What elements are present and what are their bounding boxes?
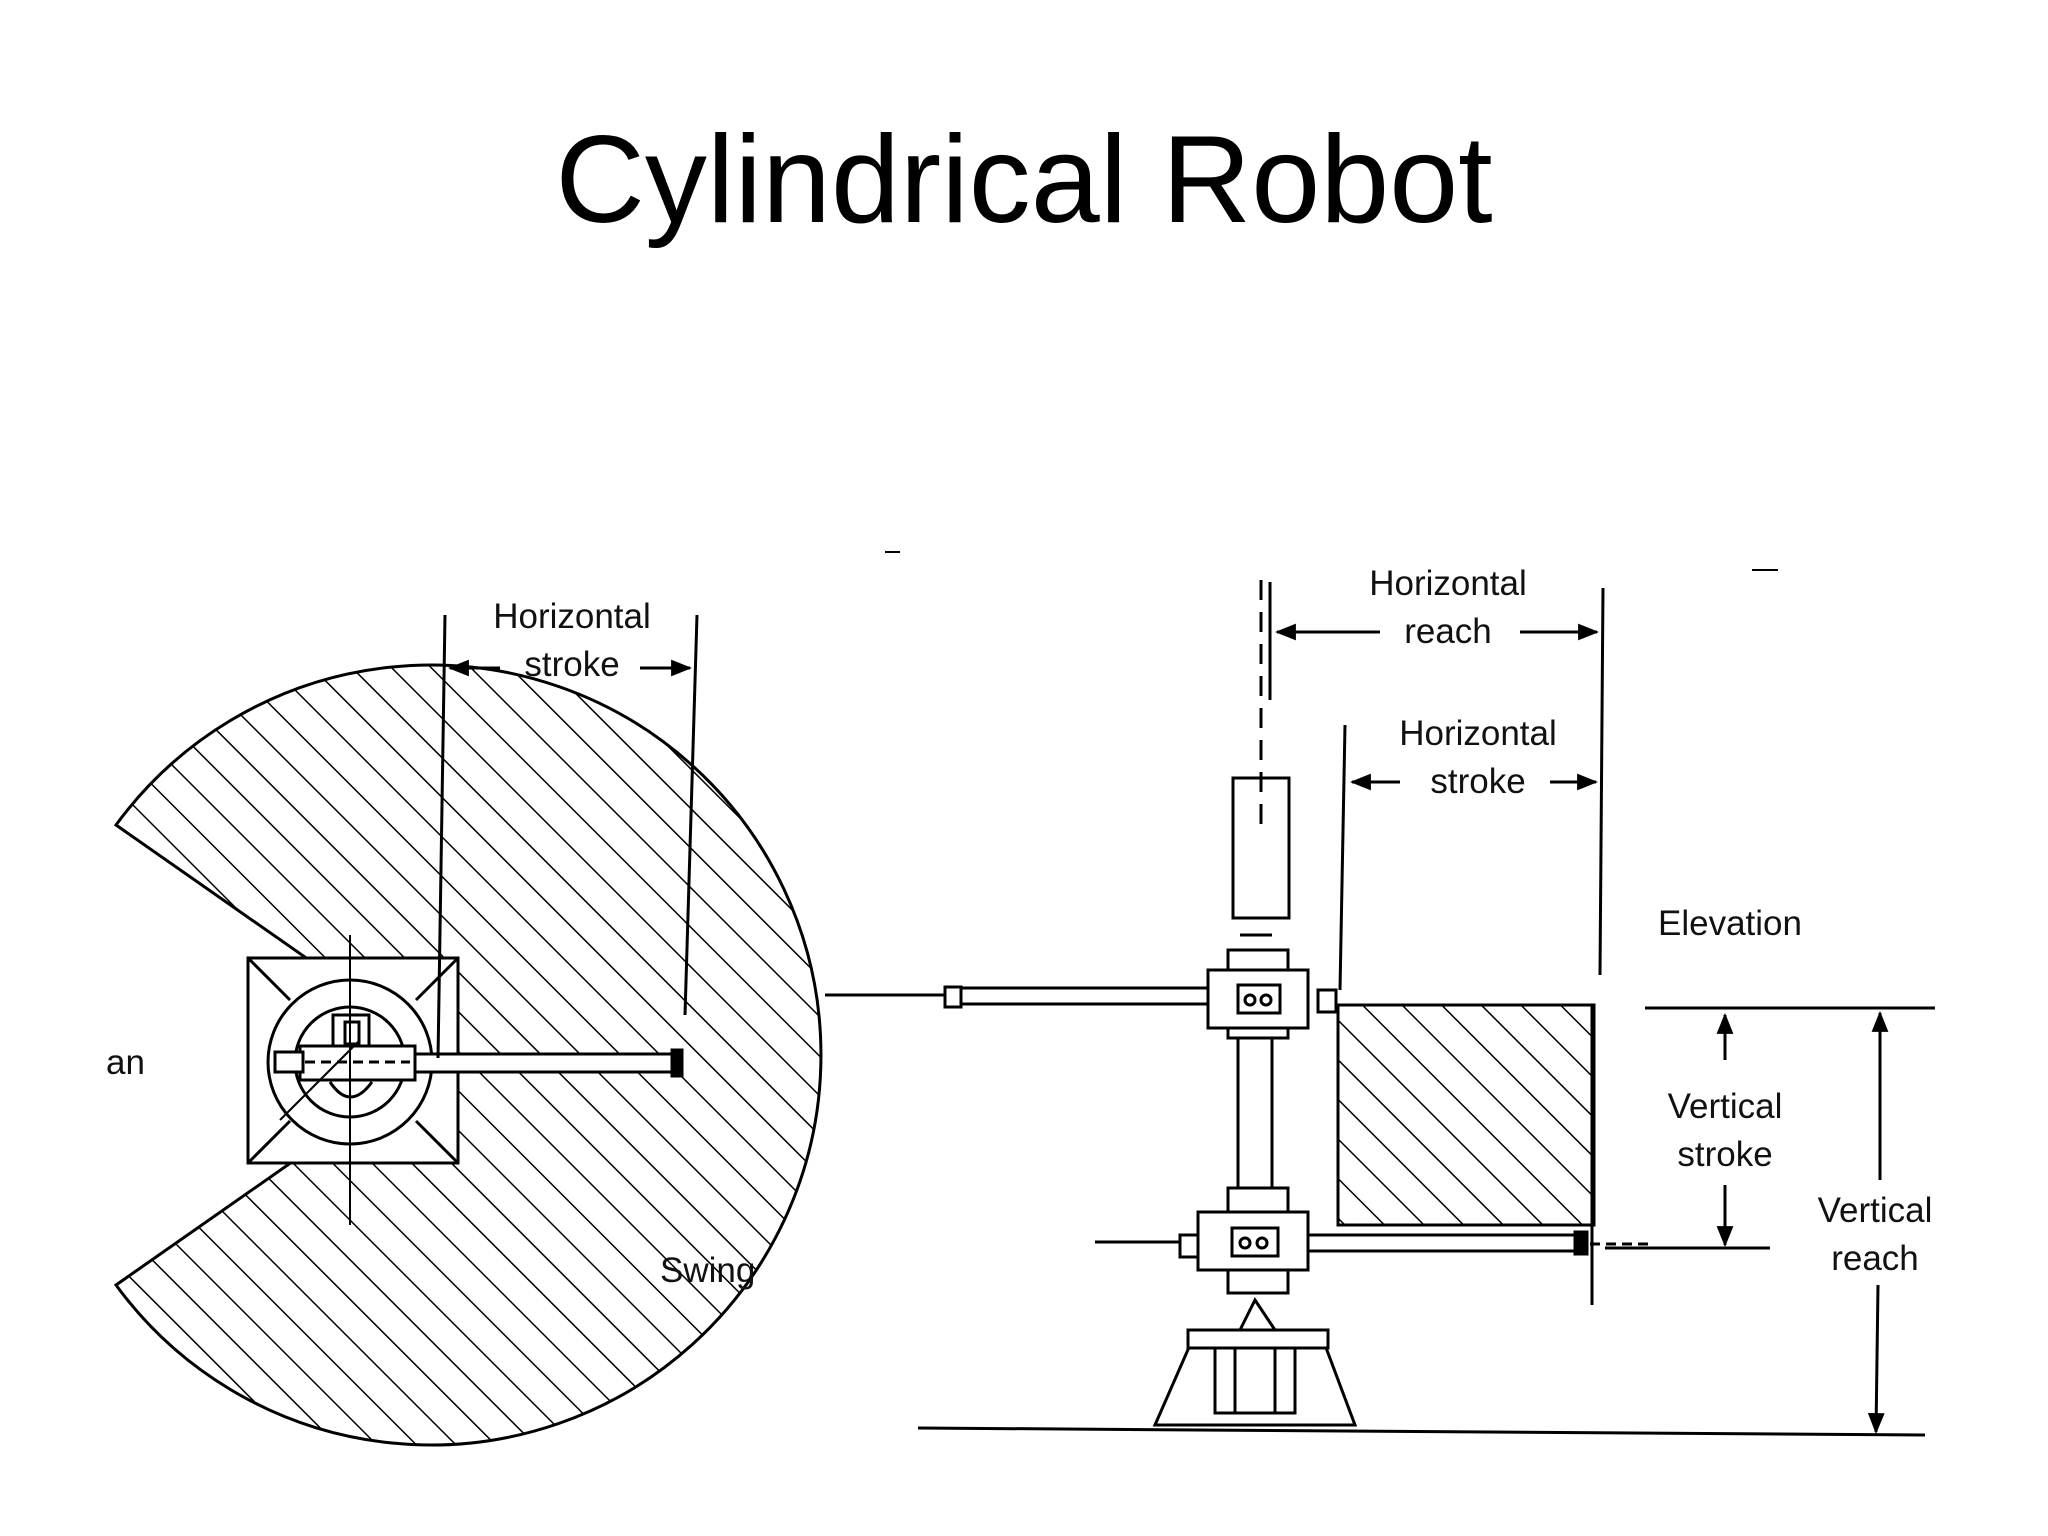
plan-horizontal-stroke-label-2: stroke (524, 645, 619, 684)
lower-arm (1306, 1233, 1578, 1253)
elevation-label: Elevation (1658, 904, 1802, 943)
vertical-stroke-label-1: Vertical (1668, 1087, 1783, 1126)
vertical-reach-label-1: Vertical (1818, 1191, 1933, 1230)
slide-title: Cylindrical Robot (555, 111, 1493, 249)
plan-swing-label: Swing (660, 1251, 755, 1290)
elevation-view (825, 551, 1935, 1437)
plan-arm (408, 1052, 682, 1074)
upper-arm (958, 986, 1210, 1006)
horizontal-reach-label-2: reach (1404, 612, 1492, 651)
horizontal-reach-label-1: Horizontal (1369, 564, 1527, 603)
column-top-cylinder (1231, 776, 1291, 920)
elevation-horizontal-stroke-label-2: stroke (1430, 762, 1525, 801)
robot-column (1236, 1033, 1274, 1197)
elevation-horizontal-stroke-label-1: Horizontal (1399, 714, 1557, 753)
ground-line (917, 1426, 1926, 1437)
elevation-work-envelope (1336, 1003, 1596, 1227)
plan-view (113, 614, 823, 1447)
vertical-stroke-label-2: stroke (1677, 1135, 1772, 1174)
plan-horizontal-stroke-label-1: Horizontal (493, 597, 651, 636)
vertical-reach-label-2: reach (1831, 1239, 1919, 1278)
plan-partial-label: an (106, 1043, 145, 1082)
